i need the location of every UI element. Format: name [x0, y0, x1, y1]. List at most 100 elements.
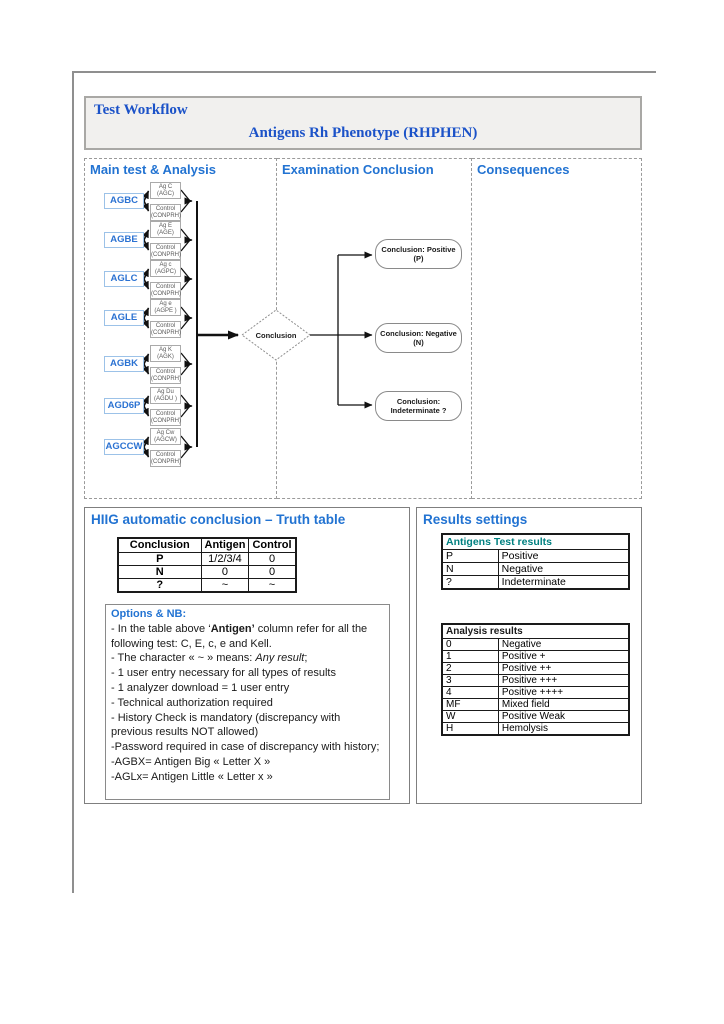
result-code: ? — [441, 574, 499, 589]
control-box-5: Control(CONPRH) — [150, 367, 181, 384]
truth-cell: ? — [117, 577, 202, 592]
title-header-box: Test Workflow Antigens Rh Phenotype (RHP… — [84, 96, 642, 150]
truth-table-row: N 0 0 — [117, 564, 297, 579]
control-code: (CONPRH) — [151, 376, 181, 382]
test-code-box-aglc: AGLC — [104, 271, 144, 287]
panel-main-test-title: Main test & Analysis — [90, 162, 216, 177]
note-text: ; — [304, 652, 308, 665]
test-code-box-agle: AGLE — [104, 310, 144, 326]
antigen-label: Ag Du — [157, 389, 174, 395]
note-text: - In the table above ‘ — [111, 622, 211, 635]
antigen-label: Ag E — [158, 223, 172, 229]
antigen-label: Ag e — [159, 301, 172, 307]
note-text-bold: Antigen’ — [210, 622, 255, 635]
control-code: (CONPRH) — [151, 418, 181, 424]
outcome-negative: Conclusion: Negative (N) — [375, 323, 462, 353]
truth-cell: 0 — [200, 564, 250, 579]
antigen-code: (AGPE ) — [154, 308, 177, 314]
outcome-negative-line1: Conclusion: Negative — [380, 329, 457, 338]
truth-cell: 0 — [248, 564, 297, 579]
options-heading: Options & NB: — [111, 608, 187, 620]
truth-cell: P — [117, 551, 202, 566]
note-agbx: -AGBX= Antigen Big « Letter X » — [111, 755, 271, 768]
truth-cell: ~ — [200, 577, 250, 592]
truth-cell: 1/2/3/4 — [200, 551, 250, 566]
control-box-6: Control(CONPRH) — [150, 409, 181, 426]
antigen-label: Ag K — [158, 347, 172, 353]
note-aglx: -AGLx= Antigen Little « Letter x » — [111, 770, 273, 783]
antigen-label: Ag c — [159, 262, 172, 268]
truth-table-row: ? ~ ~ — [117, 577, 297, 592]
note-password: -Password required in case of discrepanc… — [111, 741, 380, 754]
outcome-negative-line2: (N) — [413, 338, 424, 347]
control-box-1: Control(CONPRH) — [150, 204, 181, 221]
antigen-box-agk: Ag K(AGK) — [150, 345, 181, 362]
truth-table-row: P 1/2/3/4 0 — [117, 551, 297, 566]
antigen-box-agcw: Ag Cw(AGCW) — [150, 428, 181, 445]
result-label: Positive Weak — [497, 709, 630, 723]
antigens-table-row: ?Indeterminate — [441, 574, 630, 589]
results-settings-section: Results settings Antigens Test results P… — [416, 507, 642, 804]
outcome-indeterminate: Conclusion: Indeterminate ? — [375, 391, 462, 421]
control-label: Control — [155, 369, 176, 375]
panel-consequences: Consequences — [472, 158, 642, 499]
control-label: Control — [155, 245, 176, 251]
truth-cell: ~ — [248, 577, 297, 592]
result-label: Negative — [497, 561, 630, 576]
outcome-positive: Conclusion: Positive (P) — [375, 239, 462, 269]
control-code: (CONPRH) — [151, 330, 181, 336]
flow-arrows-svg — [142, 189, 373, 459]
control-label: Control — [155, 452, 176, 458]
control-box-7: Control(CONPRH) — [150, 450, 181, 467]
test-code-box-agbk: AGBK — [104, 356, 144, 372]
page-title: Test Workflow — [94, 102, 188, 118]
outcome-indeterminate-line2: Indeterminate ? — [390, 406, 447, 415]
antigen-code: (AGCW) — [154, 437, 177, 443]
antigen-box-agdu: Ag Du(AGDU ) — [150, 387, 181, 404]
truth-table: Conclusion Antigen Control P 1/2/3/4 0 N… — [117, 537, 297, 593]
document-page: Test Workflow Antigens Rh Phenotype (RHP… — [72, 71, 656, 893]
result-label: Indeterminate — [497, 574, 630, 589]
truth-section-title: HIIG automatic conclusion – Truth table — [91, 512, 346, 527]
note-tilde-meaning: - The character « ~ » means: Any result; — [111, 651, 384, 666]
page-subtitle: Antigens Rh Phenotype (RHPHEN) — [248, 125, 478, 141]
results-section-title: Results settings — [423, 512, 528, 527]
control-label: Control — [155, 284, 176, 290]
control-label: Control — [155, 411, 176, 417]
decision-diamond-label: Conclusion — [255, 331, 297, 340]
test-code-box-agbe: AGBE — [104, 232, 144, 248]
note-analyzer-download: - 1 analyzer download = 1 user entry — [111, 681, 290, 694]
truth-header-control: Control — [248, 537, 297, 553]
note-text-italic: Any result — [255, 652, 305, 665]
panel-exam-conclusion: Examination Conclusion — [277, 158, 472, 499]
result-code: N — [441, 561, 499, 576]
antigen-code: (AGK) — [157, 354, 174, 360]
antigen-code: (AGDU ) — [154, 396, 177, 402]
note-text: column refer for all the following test:… — [111, 622, 368, 650]
control-code: (CONPRH) — [151, 213, 181, 219]
result-label: Hemolysis — [497, 721, 630, 735]
antigen-label: Ag C — [158, 184, 173, 190]
panel-exam-conclusion-title: Examination Conclusion — [282, 162, 434, 177]
outcome-positive-line1: Conclusion: Positive — [381, 245, 456, 254]
control-code: (CONPRH) — [151, 252, 181, 258]
control-code: (CONPRH) — [151, 459, 181, 465]
outcome-positive-line2: (P) — [413, 254, 424, 263]
control-label: Control — [155, 323, 176, 329]
note-history-check: - History Check is mandatory (discrepanc… — [111, 711, 341, 739]
antigen-label: Ag Cw — [156, 430, 175, 436]
truth-cell: N — [117, 564, 202, 579]
test-code-box-agccw: AGCCW — [104, 439, 144, 455]
truth-table-section: HIIG automatic conclusion – Truth table … — [84, 507, 410, 804]
panel-consequences-title: Consequences — [477, 162, 570, 177]
result-code: H — [441, 721, 499, 735]
control-box-2: Control(CONPRH) — [150, 243, 181, 260]
antigen-box-agpc: Ag c(AGPC) — [150, 260, 181, 277]
note-tech-authorization: - Technical authorization required — [111, 696, 273, 709]
control-label: Control — [155, 206, 176, 212]
